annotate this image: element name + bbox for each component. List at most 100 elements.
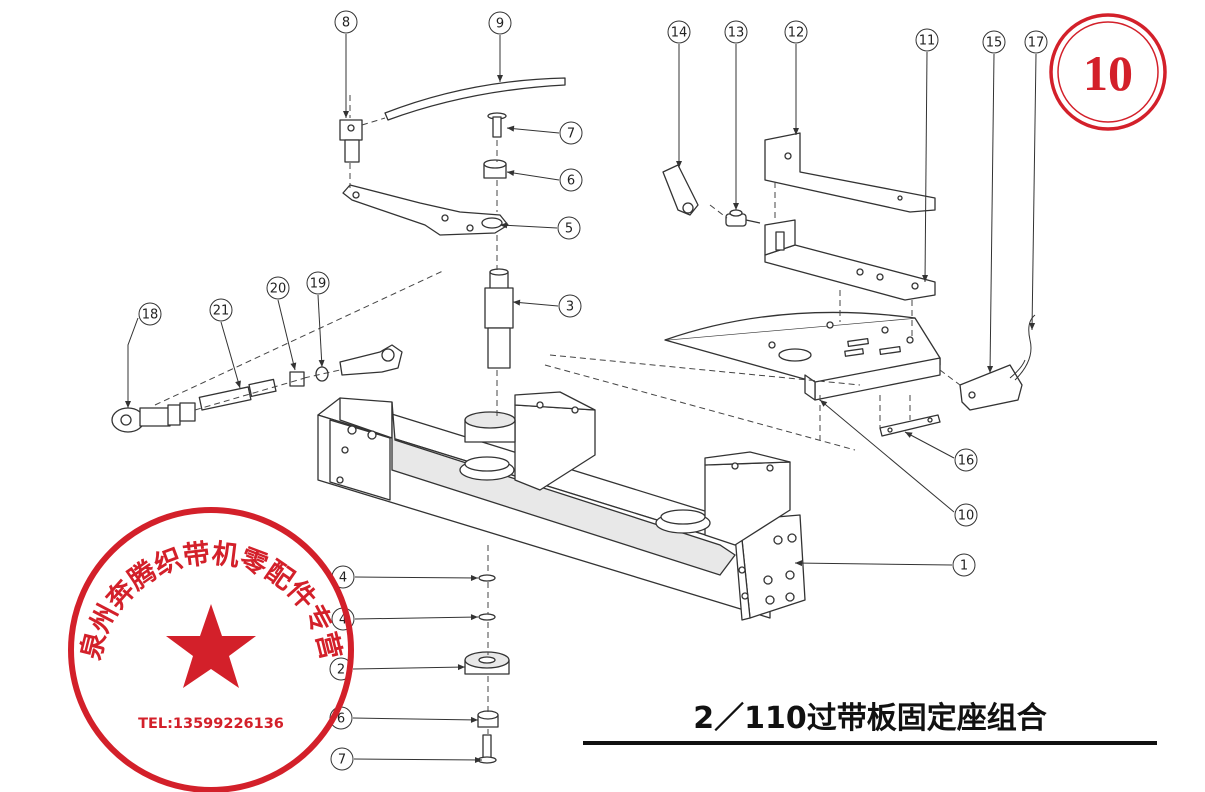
callout-label: 9 <box>496 17 504 32</box>
callout-leader-line <box>353 758 483 761</box>
callout-c15: 15 <box>982 30 1006 374</box>
arrowhead-icon <box>457 664 465 671</box>
callout-leader-line <box>352 717 479 721</box>
callout-circle <box>954 448 978 472</box>
arrowhead-icon <box>125 401 131 408</box>
callout-circle <box>138 302 162 326</box>
callout-label: 21 <box>213 304 230 319</box>
callout-leader-line <box>499 224 558 229</box>
callout-circle <box>982 30 1006 54</box>
callout-c3: 3 <box>512 294 582 318</box>
callout-c11: 11 <box>915 28 939 283</box>
callout-label: 6 <box>567 174 575 189</box>
callout-label: 11 <box>919 34 936 49</box>
arrowhead-icon <box>470 716 478 723</box>
callout-circle <box>915 28 939 52</box>
callout-label: 18 <box>142 308 159 323</box>
callout-circle <box>559 168 583 192</box>
stamp-outer-ring <box>68 507 354 792</box>
callout-leader-line <box>354 616 479 620</box>
callout-circle <box>784 20 808 44</box>
callout-circle <box>667 20 691 44</box>
part-5-arm <box>342 184 509 236</box>
arrowhead-icon <box>497 75 503 82</box>
callout-leader-line <box>127 317 139 408</box>
rod-end-bearing <box>339 344 403 376</box>
arrowhead-icon <box>922 274 929 282</box>
callout-circle <box>488 11 512 35</box>
company-stamp: 泉州奔腾织带机零配件专营 TEL:13599226136 <box>68 507 354 792</box>
arrowhead-icon <box>500 222 508 229</box>
callout-c19: 19 <box>306 271 330 368</box>
callout-circle <box>558 294 582 318</box>
arrowhead-icon <box>470 614 478 621</box>
callout-leader-line <box>819 399 955 513</box>
part-8-rod-end <box>339 119 363 163</box>
arrowhead-icon <box>474 756 482 763</box>
callout-label: 16 <box>958 454 975 469</box>
callout-label: 15 <box>986 36 1003 51</box>
callout-circle <box>330 747 354 771</box>
part-17-spring <box>1009 314 1036 381</box>
part-18-rod-end <box>111 402 196 433</box>
plate-number: 10 <box>1083 45 1133 101</box>
callout-c4b: 4 <box>331 607 479 631</box>
callout-label: 3 <box>566 300 574 315</box>
assembly-lines <box>154 95 961 734</box>
callout-c9: 9 <box>488 11 512 82</box>
callout-c7b: 7 <box>330 747 483 771</box>
part-10-ribbon-plate <box>664 311 941 401</box>
arrowhead-icon <box>507 125 515 132</box>
callout-c12: 12 <box>784 20 808 135</box>
part-6-bushing-bottom <box>477 710 499 728</box>
callout-c4a: 4 <box>331 565 479 589</box>
callout-leader-line <box>506 127 560 134</box>
arrowhead-icon <box>733 203 739 210</box>
arrowhead-icon <box>290 362 297 370</box>
callout-label: 8 <box>342 16 350 31</box>
part-16-strip <box>879 414 941 437</box>
part-6-bushing-top <box>483 159 507 179</box>
part-20-nut <box>289 371 305 387</box>
arrowhead-icon <box>318 359 325 367</box>
part-11-bracket <box>764 219 936 301</box>
callout-label: 4 <box>339 571 347 586</box>
part-14-lever <box>662 164 699 216</box>
arrowhead-icon <box>905 432 913 438</box>
callout-c1: 1 <box>794 553 976 577</box>
part-4-washer-b <box>478 613 496 621</box>
callout-c21: 21 <box>209 298 241 389</box>
part-3-shaft <box>484 268 514 369</box>
callout-label: 13 <box>728 26 745 41</box>
callout-leader-line <box>904 431 955 459</box>
callout-leader-line <box>352 666 466 670</box>
callout-leader-line <box>1031 53 1037 331</box>
arrowhead-icon <box>795 560 803 567</box>
callout-c13: 13 <box>724 20 748 210</box>
arrowhead-icon <box>676 161 682 168</box>
arrowhead-icon <box>513 299 521 306</box>
callout-c17: 17 <box>1024 30 1048 331</box>
part-7-screw-top <box>487 112 507 138</box>
callout-label: 7 <box>567 127 575 142</box>
part-13-pin <box>725 209 761 227</box>
callout-circle <box>266 276 290 300</box>
callout-c20: 20 <box>266 276 297 371</box>
arrowhead-icon <box>793 128 799 135</box>
part-1-base-frame <box>317 391 806 621</box>
callout-label: 7 <box>338 753 346 768</box>
callout-circle <box>724 20 748 44</box>
part-15-plate <box>959 364 1023 411</box>
callout-label: 19 <box>310 277 327 292</box>
callout-label: 12 <box>788 26 805 41</box>
callout-c14: 14 <box>667 20 691 168</box>
callout-circle <box>306 271 330 295</box>
arrowhead-icon <box>1029 322 1036 330</box>
callout-circle <box>952 553 976 577</box>
callout-leader-line <box>354 576 479 579</box>
callout-c16: 16 <box>904 431 978 472</box>
callout-leader-line <box>989 53 995 374</box>
callout-circle <box>334 10 358 34</box>
callout-label: 10 <box>958 509 975 524</box>
stamp-tel: TEL:13599226136 <box>138 716 284 732</box>
